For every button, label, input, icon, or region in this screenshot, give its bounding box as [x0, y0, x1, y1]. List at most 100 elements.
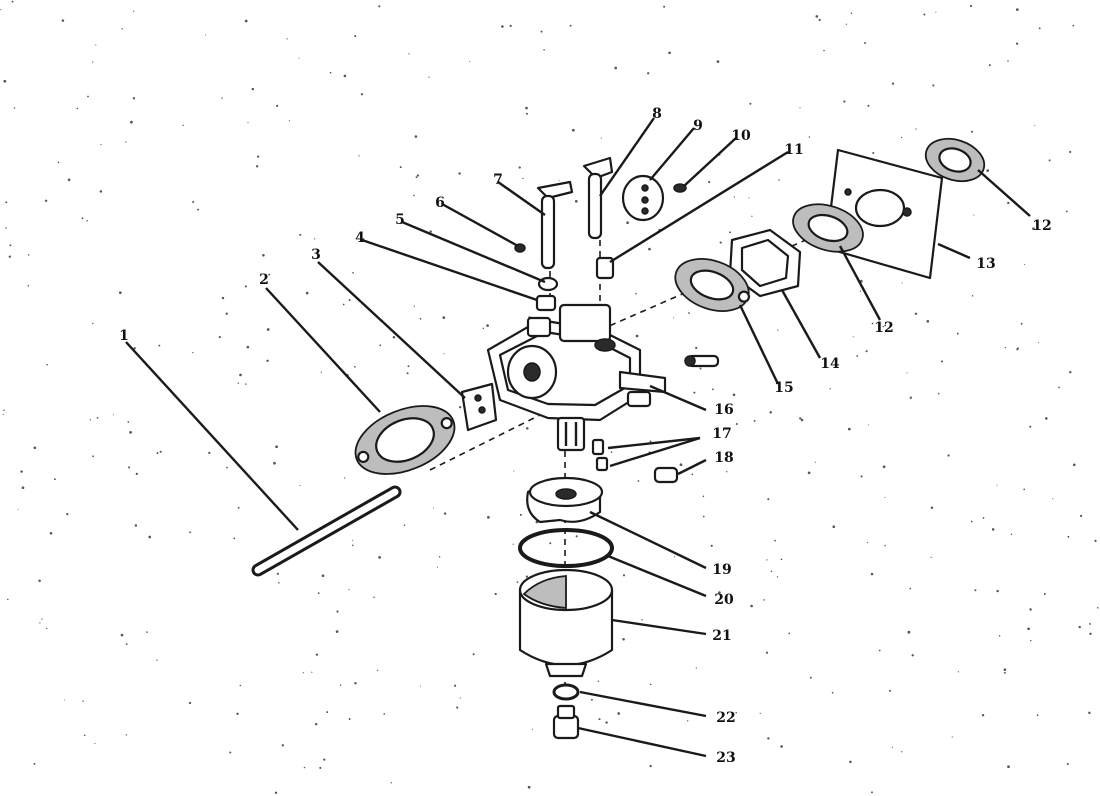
speckle [276, 572, 279, 575]
part-14-spacer [728, 228, 802, 298]
speckle [679, 463, 683, 467]
speckle [305, 291, 309, 295]
speckle [3, 79, 7, 83]
speckle [1004, 347, 1007, 349]
speckle [695, 667, 697, 669]
speckle [299, 233, 302, 236]
speckle [923, 13, 926, 16]
speckle [1017, 347, 1019, 349]
speckle [443, 353, 445, 355]
speckle [1036, 714, 1039, 716]
speckle [800, 418, 804, 422]
speckle [1034, 125, 1036, 127]
speckle [867, 424, 869, 426]
part-23-bowl-nut [552, 704, 580, 740]
speckle [443, 512, 447, 515]
leader-lines [125, 117, 1031, 758]
speckle [866, 542, 868, 544]
speckle [197, 208, 200, 211]
speckle [204, 34, 206, 36]
callout-8: 8 [652, 106, 662, 122]
speckle [378, 556, 381, 559]
speckle [319, 766, 322, 769]
speckle [459, 697, 461, 699]
speckle [1066, 762, 1069, 766]
speckle [11, 0, 14, 3]
speckle [273, 461, 276, 465]
part-7-lever [536, 180, 574, 270]
speckle [83, 734, 86, 737]
speckle [574, 199, 578, 203]
speckle [246, 345, 250, 349]
speckle [930, 506, 934, 510]
speckle [531, 728, 533, 730]
speckle [348, 299, 351, 302]
speckle [691, 473, 694, 476]
speckle [348, 588, 350, 591]
speckle [878, 649, 881, 652]
speckle [82, 700, 84, 702]
speckle [46, 627, 48, 630]
speckle [763, 599, 765, 601]
speckle [120, 633, 124, 637]
callout-23: 23 [716, 750, 736, 766]
speckle [872, 151, 875, 155]
speckle [99, 190, 103, 193]
speckle [415, 176, 418, 179]
speckle [17, 508, 19, 510]
speckle [0, 9, 2, 11]
speckle [998, 635, 1001, 637]
speckle [158, 344, 161, 347]
part-20-oring [518, 528, 614, 568]
speckle [1096, 607, 1099, 609]
speckle [472, 653, 475, 656]
speckle [818, 18, 821, 22]
speckle [558, 180, 560, 182]
speckle [1043, 593, 1046, 595]
speckle [315, 653, 319, 656]
speckle [525, 106, 528, 110]
speckle [245, 383, 247, 385]
speckle [329, 71, 332, 74]
part-21-float-bowl [518, 568, 614, 678]
speckle [192, 200, 195, 204]
speckle [281, 744, 284, 747]
speckle [1080, 514, 1083, 518]
speckle [865, 350, 868, 353]
speckle [1058, 386, 1060, 389]
speckle [864, 42, 866, 44]
callout-1: 1 [119, 328, 129, 344]
speckle [981, 714, 985, 717]
speckle [383, 713, 386, 715]
speckle [860, 475, 863, 478]
speckle [159, 450, 162, 453]
speckle [302, 672, 304, 674]
speckle [125, 734, 128, 736]
speckle [373, 596, 375, 599]
callout-6: 6 [435, 195, 445, 211]
speckle [699, 367, 702, 370]
speckle [192, 351, 194, 354]
speckle [1065, 210, 1068, 213]
speckle [1015, 8, 1019, 11]
part-19-float [526, 476, 604, 524]
speckle [852, 336, 854, 338]
part-2-gasket [354, 405, 456, 475]
speckle [778, 179, 780, 181]
speckle [94, 743, 96, 745]
speckle [626, 221, 629, 225]
speckle [125, 643, 128, 646]
speckle [408, 53, 410, 55]
speckle [255, 165, 259, 168]
speckle [622, 637, 625, 641]
speckle [100, 143, 102, 146]
speckle [247, 122, 249, 124]
speckle [76, 107, 79, 110]
speckle [695, 346, 698, 349]
speckle [314, 722, 318, 726]
speckle [352, 539, 354, 541]
speckle [218, 336, 221, 339]
speckle [326, 711, 329, 714]
speckle [1052, 498, 1054, 500]
speckle [360, 93, 364, 96]
